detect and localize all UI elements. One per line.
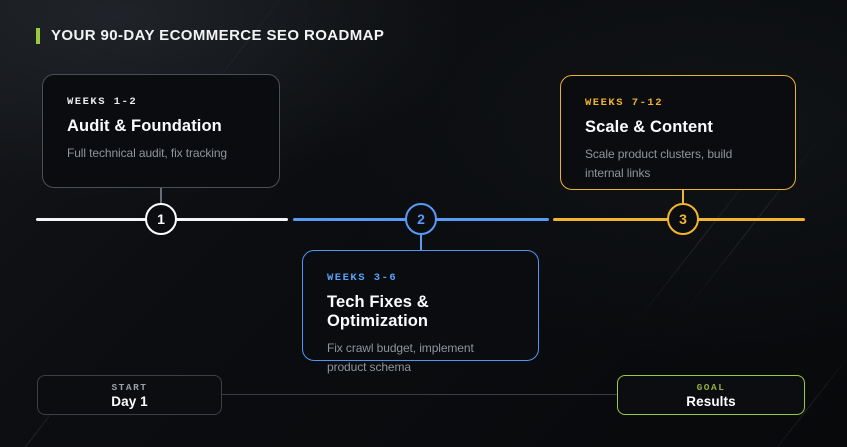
- connector-card3-node3: [682, 190, 684, 204]
- phase-weeks-label: WEEKS 7-12: [585, 97, 664, 109]
- phase-title: Tech Fixes & Optimization: [327, 293, 429, 330]
- goal-label: GOAL: [696, 381, 726, 393]
- start-value: Day 1: [111, 393, 148, 409]
- goal-value: Results: [686, 393, 736, 409]
- phase-card-tech-fixes: WEEKS 3-6 Tech Fixes & Optimization Fix …: [302, 250, 539, 374]
- phase-description: Fix crawl budget, implement product sche…: [327, 341, 474, 374]
- page-title: YOUR 90-DAY ECOMMERCE SEO ROADMAP: [51, 27, 385, 44]
- goal-box: GOAL Results: [617, 375, 805, 415]
- node-number: 2: [417, 211, 425, 227]
- phase-description: Full technical audit, fix tracking: [67, 146, 228, 160]
- phase-description: Scale product clusters, build internal l…: [585, 147, 733, 180]
- start-goal-connector-line: [222, 394, 617, 395]
- timeline-node-1: 1: [145, 203, 177, 235]
- phase-card-scale-content: WEEKS 7-12 Scale & Content Scale product…: [560, 75, 796, 190]
- start-label: START: [111, 381, 148, 393]
- start-box: START Day 1: [37, 375, 222, 415]
- phase-weeks-label: WEEKS 1-2: [67, 96, 138, 108]
- phase-card-audit-foundation: WEEKS 1-2 Audit & Foundation Full techni…: [42, 74, 280, 188]
- phase-weeks-label: WEEKS 3-6: [327, 272, 398, 284]
- node-number: 1: [157, 211, 165, 227]
- phase-title: Scale & Content: [585, 118, 714, 136]
- connector-card1-node1: [160, 188, 162, 204]
- header: YOUR 90-DAY ECOMMERCE SEO ROADMAP: [36, 27, 384, 44]
- title-accent-bar: [36, 27, 40, 44]
- timeline-node-2: 2: [405, 203, 437, 235]
- node-number: 3: [679, 211, 687, 227]
- phase-title: Audit & Foundation: [67, 117, 222, 135]
- connector-node2-card2: [420, 235, 422, 250]
- timeline-node-3: 3: [667, 203, 699, 235]
